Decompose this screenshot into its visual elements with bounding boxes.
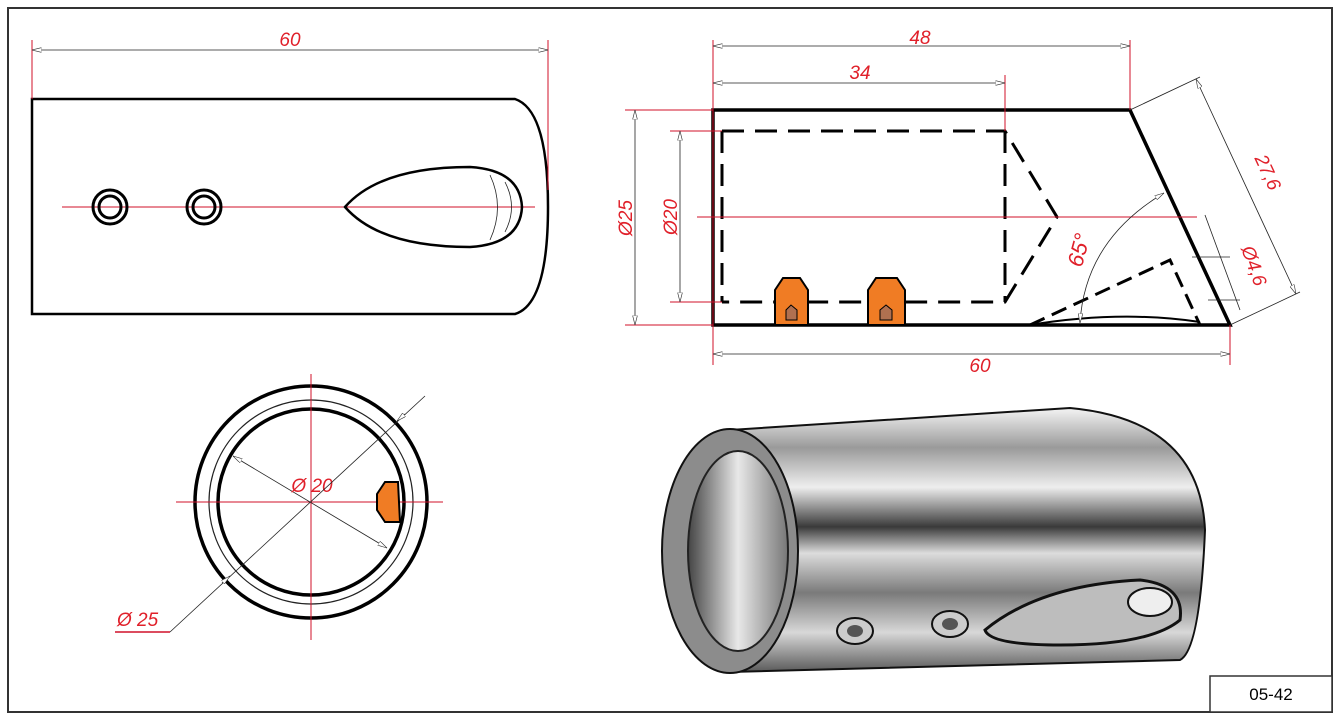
dimension-34: 34 bbox=[849, 63, 870, 84]
set-screw-insert bbox=[867, 277, 906, 326]
side-view: 60 bbox=[30, 30, 550, 316]
dimension-dia25: Ø25 bbox=[616, 200, 637, 237]
end-view: Ø 20 Ø 25 bbox=[115, 374, 443, 640]
title-block: 05-42 bbox=[1209, 675, 1333, 713]
dimension-hole-dia: Ø4,6 bbox=[1236, 242, 1270, 289]
dimension-outer-dia: Ø 25 bbox=[116, 610, 159, 631]
dimension-48: 48 bbox=[909, 28, 931, 49]
dimension-27-6: 27,6 bbox=[1249, 151, 1284, 195]
dimension-dia20: Ø20 bbox=[661, 199, 682, 236]
section-view: 48 34 Ø25 Ø20 60 27,6 65° Ø4,6 bbox=[616, 28, 1301, 377]
set-screw-insert bbox=[774, 277, 809, 326]
screw-hole-icon bbox=[185, 188, 223, 226]
dimension-length: 60 bbox=[279, 30, 301, 51]
dimension-60: 60 bbox=[969, 356, 991, 377]
dimension-inner-dia: Ø 20 bbox=[290, 476, 333, 497]
oval-slot bbox=[343, 165, 524, 249]
dimension-angle: 65° bbox=[1062, 231, 1095, 270]
screw-hole-icon bbox=[91, 188, 129, 226]
screw-hole-icon bbox=[931, 610, 969, 638]
drawing-number: 05-42 bbox=[1249, 685, 1292, 704]
set-screw-insert bbox=[376, 481, 402, 523]
drawing-border bbox=[7, 7, 1333, 713]
isometric-render bbox=[661, 406, 1207, 674]
screw-hole-icon bbox=[836, 617, 874, 645]
